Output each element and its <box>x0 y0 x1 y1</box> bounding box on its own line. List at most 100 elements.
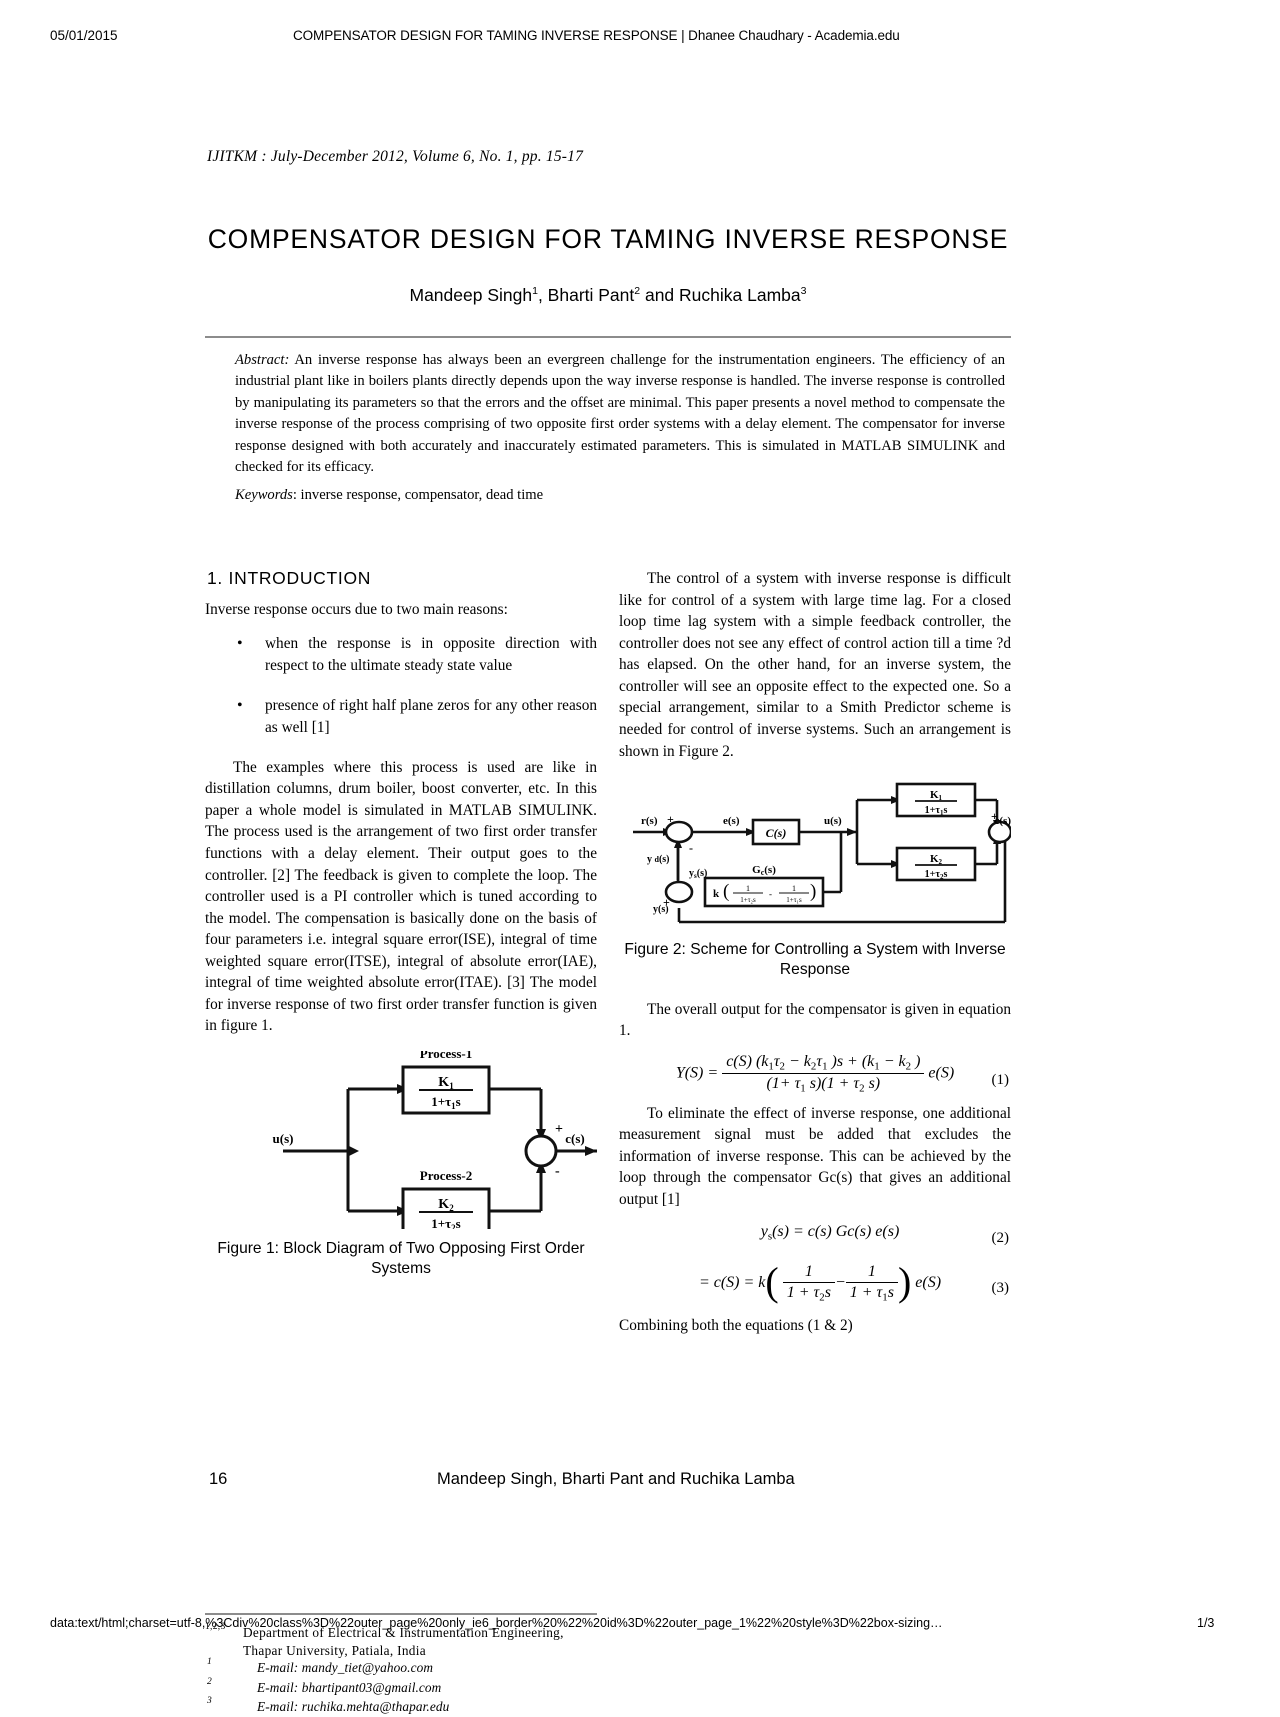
section-heading-introduction: 1. INTRODUCTION <box>207 568 372 589</box>
equation-1-rhs: e(S) <box>928 1064 955 1082</box>
author-1-footnote-mark: 1 <box>532 285 538 298</box>
equation-3-rhs: e(S) <box>915 1273 942 1291</box>
intro-lead-paragraph: Inverse response occurs due to two main … <box>205 601 508 619</box>
eq3-f2-den-tail: s <box>887 1283 894 1301</box>
footnote-affiliation-line-2: Thapar University, Patiala, India <box>243 1643 426 1659</box>
figure-2-inner-den-2: 1+τ₁s <box>786 896 802 904</box>
figure-2-yd-label: y d(s) <box>647 854 670 865</box>
footnote-email-3: 3 E-mail: ruchika.mehta@thapar.edu <box>205 1696 597 1716</box>
figure-2-k-label: k <box>713 888 720 900</box>
footnote-email-text: E-mail: mandy_tiet@yahoo.com <box>257 1660 434 1676</box>
equation-3-lhs: = c(S) = k <box>698 1273 766 1291</box>
keywords-text: : inverse response, compensator, dead ti… <box>292 486 544 503</box>
bullet-dot-icon: • <box>237 696 243 714</box>
figure-2-y-label: y(s) <box>653 904 669 915</box>
figure-2-controller-label: C(s) <box>766 826 787 840</box>
figure-1-block-diagram: Process-1 Process-2 K1 1+τ1s K2 1+τ2s u(… <box>273 1051 597 1229</box>
keywords-paragraph: Keywords: inverse response, compensator,… <box>235 485 1005 506</box>
author-3-footnote-mark: 3 <box>800 285 807 298</box>
figure-1-plus-sign: + <box>555 1122 563 1137</box>
equation-1-body: Y(S) = c(S) (k1τ2 − k2τ1 )s + (k1 − k2 )… <box>619 1053 1011 1095</box>
figure-2-inner-den-1: 1+τ₂s <box>740 896 756 904</box>
footnote-email-1: 1 E-mail: mandy_tiet@yahoo.com <box>205 1657 597 1677</box>
eq3-f1-num: 1 <box>782 1263 835 1283</box>
footnote-mark: 2 <box>207 1676 212 1687</box>
figure-2-controller-block <box>751 818 801 846</box>
figure-2-reference-label: r(s) <box>641 815 658 827</box>
figure-2-caption: Figure 2: Scheme for Controlling a Syste… <box>624 941 1006 979</box>
figure-2-summing-junction-2 <box>664 880 694 904</box>
abstract-label: Abstract: <box>235 352 290 368</box>
footnote-email-2: 2 E-mail: bhartipant03@gmail.com <box>205 1676 597 1697</box>
eq1-den-sub1: 1 <box>800 1082 806 1095</box>
equation-3-body: = c(S) = k( 1 1 + τ2s − 1 1 + τ1s ) e(S) <box>619 1259 1011 1305</box>
footnote-mark: 3 <box>207 1696 212 1707</box>
figure-2-block-diagram: K1 1+τ1s K2 1+τ2s C(s) Gc(s) k ( 1 1+τ₂s… <box>633 782 1012 924</box>
eq1-num-c: − k <box>784 1052 811 1070</box>
figure-2-block-2-denominator: 1+τ2s <box>925 869 948 881</box>
eq2-rest: (s) = c(s) Gc(s) e(s) <box>772 1222 900 1240</box>
eq3-f1-den: 1 + τ2s <box>783 1283 835 1303</box>
footnote-email-text: E-mail: ruchika.mehta@thapar.edu <box>257 1699 450 1715</box>
figure-2-output-label: c(s) <box>995 815 1012 827</box>
footnote-rule <box>205 1613 597 1616</box>
process-2-block <box>401 1187 491 1229</box>
list-item-text: presence of right half plane zeros for a… <box>265 696 597 736</box>
eq1-num-b: τ <box>773 1052 780 1070</box>
eq2-y: y <box>760 1222 768 1240</box>
figure-1-process-1-label: Process-1 <box>420 1051 472 1061</box>
equation-1-denominator: (1+ τ1 s)(1 + τ2 s) <box>722 1074 924 1094</box>
bullet-dot-icon: • <box>237 634 243 652</box>
figure-1-block-1-denominator: 1+τ1s <box>431 1094 460 1111</box>
eq3-f1-den-tail: s <box>824 1283 831 1301</box>
eq1-num-b-sub: 2 <box>779 1060 785 1073</box>
eq3-f2-den-sub: 1 <box>882 1291 888 1303</box>
footnote-mark: 1,2,3 <box>205 1622 226 1633</box>
paper-page: IJITKM : July-December 2012, Volume 6, N… <box>205 148 1011 1714</box>
figure-1-process-2-label: Process-2 <box>420 1168 472 1183</box>
intro-reason-list: • when the response is in opposite direc… <box>205 633 597 739</box>
equation-3-number: (3) <box>991 1280 1010 1296</box>
figure-1-minus-sign: - <box>555 1164 560 1179</box>
eq2-y-sub: s <box>767 1230 773 1242</box>
equation-3-fraction-1: 1 1 + τ2s <box>782 1263 835 1303</box>
figure-2-error-label: e(s) <box>723 815 740 827</box>
equation-1-fraction: c(S) (k1τ2 − k2τ1 )s + (k1 − k2 ) (1+ τ1… <box>722 1052 925 1095</box>
eq1-num-a: c(S) (k <box>726 1052 769 1070</box>
author-list: Mandeep Singh1, Bharti Pant2 and Ruchika… <box>205 285 1011 306</box>
arrow-output <box>585 1146 597 1156</box>
paper-page-number: 16 <box>209 1470 228 1488</box>
page-title: COMPENSATOR DESIGN FOR TAMING INVERSE RE… <box>207 224 1009 254</box>
eq1-den-a: (1+ τ <box>766 1075 801 1093</box>
equation-3-right-paren: ) <box>897 1259 912 1305</box>
right-paragraph-2: The overall output for the compensator i… <box>619 1000 1011 1040</box>
figure-2-plus-sign-3: + <box>991 809 998 823</box>
abstract-top-rule <box>205 336 1011 338</box>
eq1-num-d-sub: 1 <box>822 1060 828 1073</box>
eq1-den-sub2: 2 <box>859 1082 865 1095</box>
author-2: , Bharti Pant <box>537 285 635 305</box>
figure-2: K1 1+τ1s K2 1+τ2s C(s) Gc(s) k ( 1 1+τ₂s… <box>619 780 1011 981</box>
figure-2-process-1-block <box>895 782 977 818</box>
eq3-f2-den: 1 + τ1s <box>846 1283 898 1303</box>
print-source-url: data:text/html;charset=utf-8,%3Cdiv%20cl… <box>50 1616 943 1630</box>
figure-2-right-paren: ) <box>810 881 816 902</box>
print-date: 05/01/2015 <box>50 28 118 43</box>
eq1-num-f-sub: 2 <box>905 1060 912 1073</box>
eq3-f1-den-sub: 2 <box>819 1291 825 1303</box>
left-column: 1. INTRODUCTION Inverse response occurs … <box>205 568 597 1279</box>
right-paragraph-3: To eliminate the effect of inverse respo… <box>619 1104 1011 1208</box>
right-column: The control of a system with inverse res… <box>619 568 1011 1348</box>
footnote-affiliation: 1,2,3 Department of Electrical & Instrum… <box>205 1622 597 1642</box>
figure-2-minus-sign-1: - <box>689 841 693 855</box>
eq1-num-d: τ <box>816 1052 823 1070</box>
figure-1-output-label: c(s) <box>565 1131 585 1146</box>
figure-2-left-paren: ( <box>723 881 729 902</box>
abstract-paragraph: Abstract: An inverse response has always… <box>235 350 1005 479</box>
equation-1-lhs: Y(S) = <box>675 1064 719 1082</box>
figure-2-summing-junction-3 <box>987 820 1011 844</box>
eq1-den-mid: s)(1 + τ <box>805 1075 860 1093</box>
author-1: Mandeep Singh <box>409 285 533 305</box>
equation-3: = c(S) = k( 1 1 + τ2s − 1 1 + τ1s ) e(S)… <box>619 1259 1011 1305</box>
equation-2: ys(s) = c(s) Gc(s) e(s) (2) <box>619 1223 1011 1253</box>
